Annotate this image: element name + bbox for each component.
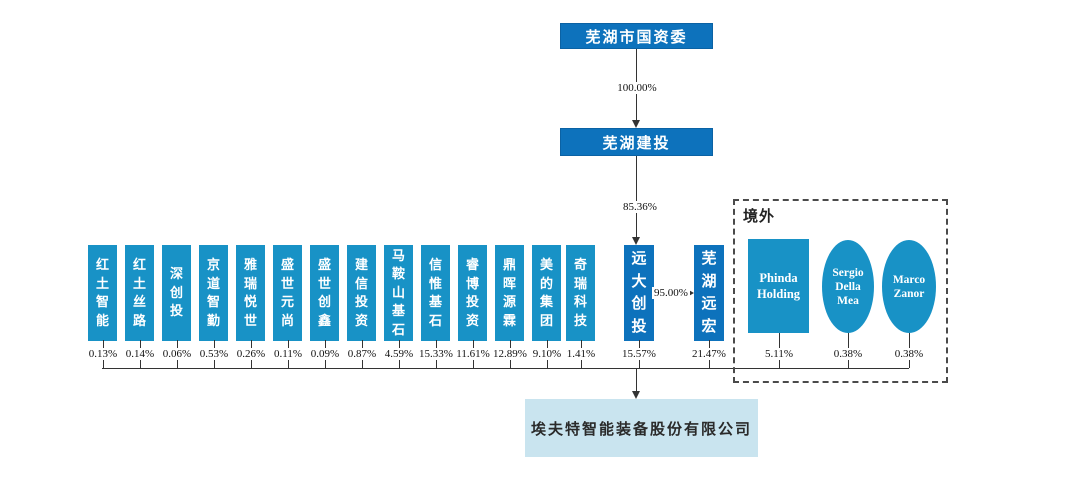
overseas-entity-name: Phinda Holding xyxy=(756,271,801,301)
shareholder-name: 雅瑞悦世 xyxy=(243,257,257,328)
overseas-entity-name: Sergio Della Mea xyxy=(832,266,864,307)
edge-label-cross-holding: 95.00% xyxy=(652,287,690,299)
shareholder-box: 建信投资 xyxy=(347,245,376,341)
company-name: 埃夫特智能装备股份有限公司 xyxy=(530,421,752,438)
shareholder-name: 美的集团 xyxy=(539,257,553,328)
connector-line xyxy=(636,156,637,238)
overseas-group-border xyxy=(733,199,948,383)
shareholding-percentage: 0.87% xyxy=(346,348,378,360)
shareholding-percentage: 0.06% xyxy=(161,348,193,360)
shareholder-box: 盛世创鑫 xyxy=(310,245,339,341)
shareholding-percentage: 0.38% xyxy=(832,348,864,360)
shareholding-percentage: 4.59% xyxy=(383,348,415,360)
shareholder-box: 美的集团 xyxy=(532,245,561,341)
shareholder-box: 雅瑞悦世 xyxy=(236,245,265,341)
shareholding-percentage: 21.47% xyxy=(691,348,727,360)
shareholder-box: 奇瑞科技 xyxy=(566,245,595,341)
shareholding-percentage: 0.11% xyxy=(272,348,303,360)
shareholder-box: 红土丝路 xyxy=(125,245,154,341)
node-company: 埃夫特智能装备股份有限公司 xyxy=(525,399,758,457)
shareholder-name: 盛世元尚 xyxy=(280,257,294,328)
shareholder-name: 红土智能 xyxy=(95,257,109,328)
shareholding-percentage: 11.61% xyxy=(455,348,491,360)
shareholder-box: 深创投 xyxy=(162,245,191,341)
shareholder-name: 京道智勤 xyxy=(206,257,220,328)
shareholding-percentage: 15.57% xyxy=(621,348,657,360)
shareholder-name: 深创投 xyxy=(169,266,183,319)
shareholder-box: 红土智能 xyxy=(88,245,117,341)
arrow-down-icon xyxy=(632,237,640,245)
arrow-right-icon xyxy=(687,289,694,297)
shareholding-percentage: 0.53% xyxy=(198,348,230,360)
shareholder-name: 红土丝路 xyxy=(132,257,146,328)
node-intermediate-parent: 芜湖建投 xyxy=(560,128,713,156)
shareholder-name: 盛世创鑫 xyxy=(317,257,331,328)
node-intermediate-parent-label: 芜湖建投 xyxy=(602,135,671,152)
shareholding-percentage: 1.41% xyxy=(565,348,597,360)
shareholder-box: 鼎晖源霖 xyxy=(495,245,524,341)
shareholding-percentage: 0.14% xyxy=(124,348,156,360)
collector-line xyxy=(102,368,909,369)
shareholding-percentage: 0.38% xyxy=(893,348,925,360)
overseas-entity: Sergio Della Mea xyxy=(822,240,874,333)
arrow-down-icon xyxy=(632,391,640,399)
shareholding-percentage: 15.33% xyxy=(418,348,454,360)
shareholder-name: 建信投资 xyxy=(354,257,368,328)
shareholder-name: 信惟基石 xyxy=(428,257,442,328)
edge-label-intermediate: 85.36% xyxy=(621,201,659,213)
shareholder-box: 睿博投资 xyxy=(458,245,487,341)
shareholding-percentage: 5.11% xyxy=(763,348,794,360)
shareholder-box: 马鞍山基石 xyxy=(384,245,413,341)
shareholder-name: 鼎晖源霖 xyxy=(502,257,516,328)
shareholder-name: 马鞍山基石 xyxy=(391,247,405,337)
overseas-entity: Marco Zanor xyxy=(882,240,936,333)
shareholding-percentage: 0.26% xyxy=(235,348,267,360)
overseas-entity: Phinda Holding xyxy=(748,239,809,333)
shareholder-box: 信惟基石 xyxy=(421,245,450,341)
node-top-parent: 芜湖市国资委 xyxy=(560,23,713,49)
shareholding-percentage: 9.10% xyxy=(531,348,563,360)
connector-line xyxy=(636,368,637,392)
arrow-down-icon xyxy=(632,120,640,128)
shareholder-name: 芜湖远宏 xyxy=(701,251,717,335)
shareholder-box: 京道智勤 xyxy=(199,245,228,341)
shareholder-name: 远大创投 xyxy=(631,251,647,335)
shareholder-name: 睿博投资 xyxy=(465,257,479,328)
overseas-entity-name: Marco Zanor xyxy=(892,273,926,300)
shareholder-box: 盛世元尚 xyxy=(273,245,302,341)
shareholder-name: 奇瑞科技 xyxy=(573,257,587,328)
shareholding-percentage: 0.13% xyxy=(87,348,119,360)
shareholder-box: 芜湖远宏 xyxy=(694,245,724,341)
overseas-group-label: 境外 xyxy=(743,209,776,225)
shareholding-percentage: 12.89% xyxy=(492,348,528,360)
node-top-parent-label: 芜湖市国资委 xyxy=(585,29,688,46)
shareholding-percentage: 0.09% xyxy=(309,348,341,360)
edge-label-top: 100.00% xyxy=(615,82,659,94)
shareholder-box: 远大创投 xyxy=(624,245,654,341)
